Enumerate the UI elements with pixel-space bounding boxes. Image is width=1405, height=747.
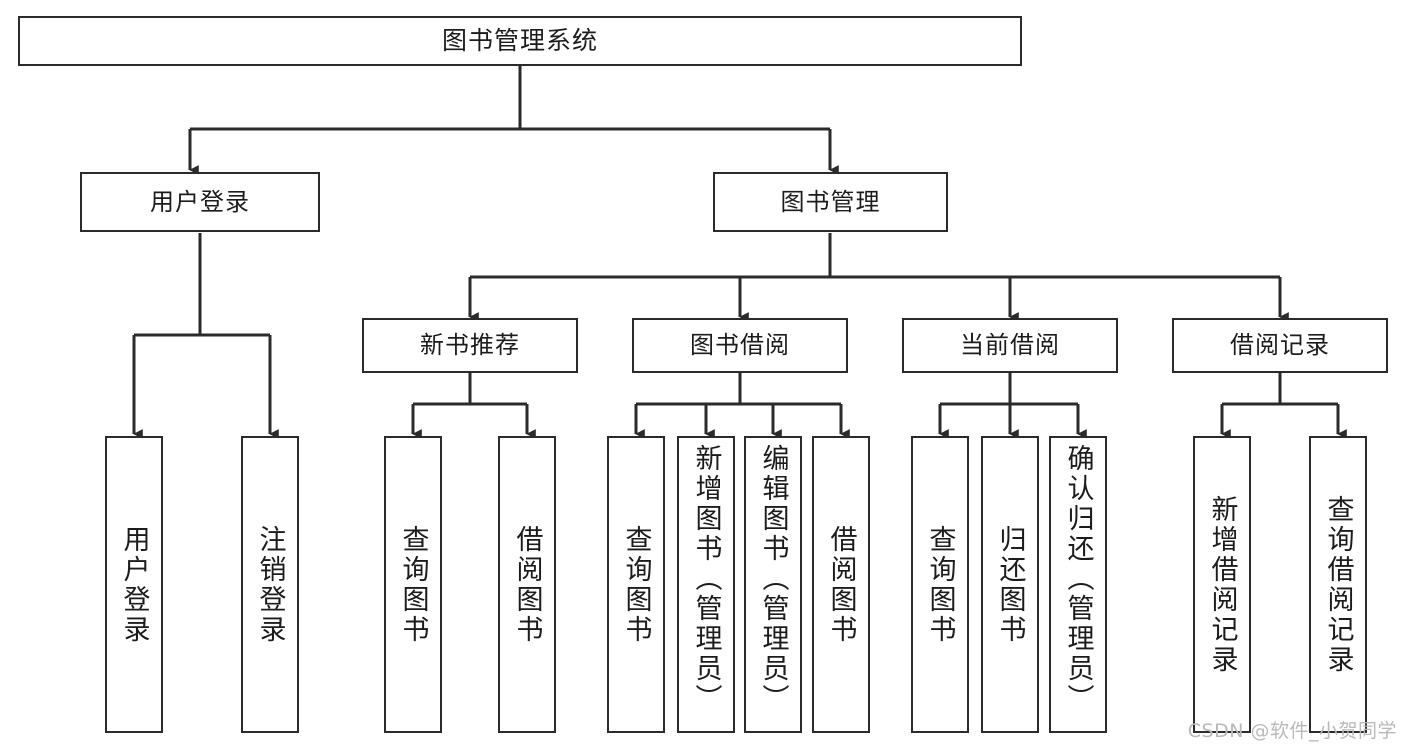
node-label: 归还图书 xyxy=(994,524,1026,645)
node-label: 当前借阅 xyxy=(960,331,1060,360)
node-borrow-record[interactable]: 借阅记录 xyxy=(1172,318,1388,373)
node-label: 图书管理 xyxy=(780,187,881,216)
csdn-watermark: CSDN @软件_小贺同学 xyxy=(1187,720,1397,742)
leaf-query-book-recommend[interactable]: 查询图书 xyxy=(384,436,442,733)
node-label: 图书管理系统 xyxy=(441,26,598,56)
node-label: 查询图书 xyxy=(397,524,429,645)
leaf-logout[interactable]: 注销登录 xyxy=(241,436,299,733)
node-label: 借阅记录 xyxy=(1230,331,1330,360)
node-label: 查询借阅记录 xyxy=(1322,494,1354,675)
node-label: 用户登录 xyxy=(118,524,150,645)
node-label: 编辑图书（管理员） xyxy=(757,444,789,714)
leaf-add-borrow-record[interactable]: 新增借阅记录 xyxy=(1193,436,1251,733)
node-label: 注销登录 xyxy=(254,524,286,645)
leaf-query-book-current[interactable]: 查询图书 xyxy=(911,436,969,733)
node-label: 确认归还（管理员） xyxy=(1062,444,1094,714)
node-label: 新书推荐 xyxy=(420,331,520,360)
node-label: 查询图书 xyxy=(620,524,652,645)
leaf-query-borrow-record[interactable]: 查询借阅记录 xyxy=(1309,436,1367,733)
node-label: 查询图书 xyxy=(924,524,956,645)
leaf-query-book-borrow[interactable]: 查询图书 xyxy=(607,436,665,733)
node-current-borrow[interactable]: 当前借阅 xyxy=(902,318,1118,373)
node-label: 图书借阅 xyxy=(690,331,790,360)
node-new-book-recommend[interactable]: 新书推荐 xyxy=(362,318,578,373)
leaf-confirm-return-admin[interactable]: 确认归还（管理员） xyxy=(1049,436,1107,733)
leaf-return-book[interactable]: 归还图书 xyxy=(981,436,1039,733)
node-label: 用户登录 xyxy=(150,187,250,216)
node-root-system[interactable]: 图书管理系统 xyxy=(18,16,1022,66)
node-label: 借阅图书 xyxy=(825,524,857,645)
leaf-borrow-book-recommend[interactable]: 借阅图书 xyxy=(498,436,556,733)
node-label: 借阅图书 xyxy=(511,524,543,645)
node-book-management[interactable]: 图书管理 xyxy=(713,172,948,232)
node-label: 新增借阅记录 xyxy=(1206,494,1238,675)
node-label: 新增图书（管理员） xyxy=(690,444,722,714)
node-user-login[interactable]: 用户登录 xyxy=(80,172,320,232)
leaf-add-book-admin[interactable]: 新增图书（管理员） xyxy=(677,436,735,733)
leaf-edit-book-admin[interactable]: 编辑图书（管理员） xyxy=(744,436,802,733)
node-book-borrow[interactable]: 图书借阅 xyxy=(632,318,848,373)
leaf-user-login[interactable]: 用户登录 xyxy=(105,436,163,733)
leaf-borrow-book[interactable]: 借阅图书 xyxy=(812,436,870,733)
